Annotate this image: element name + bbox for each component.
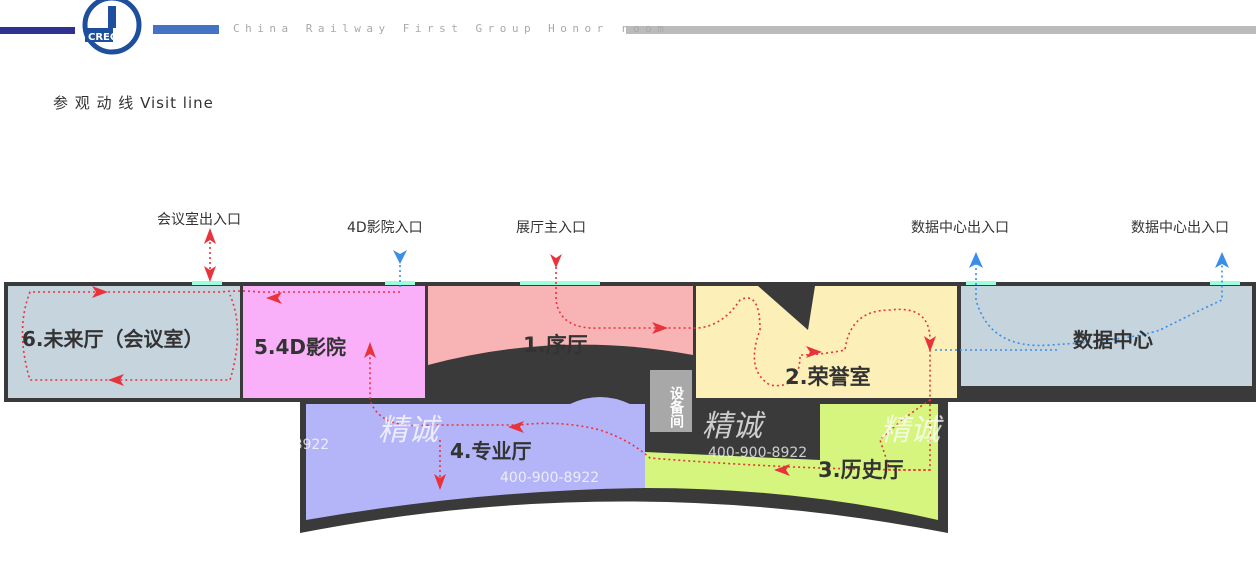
room-2 <box>696 286 957 398</box>
header-bar-left <box>0 27 75 34</box>
logo-text: CREC <box>88 32 117 43</box>
route-arrows <box>92 228 936 490</box>
room-4 <box>306 397 645 520</box>
entrance-main: 展厅主入口 <box>516 220 586 236</box>
watermark-brand: 精诚 <box>880 413 944 448</box>
watermark-phone: 400-900-8922 <box>708 445 807 461</box>
label-room-4: 4.专业厅 <box>450 439 532 463</box>
blue-arrows <box>393 250 1229 268</box>
label-room-6: 6.未来厅（会议室） <box>22 327 204 351</box>
label-room-5: 5.4D影院 <box>254 335 346 359</box>
crec-logo: CREC <box>82 0 142 55</box>
label-room-2: 2.荣誉室 <box>785 365 871 389</box>
entrance-data-2: 数据中心出入口 <box>1131 220 1229 236</box>
page-heading: 参 观 动 线 Visit line <box>53 94 214 112</box>
watermark-brand: 精诚 <box>378 413 442 448</box>
label-data-center: 数据中心 <box>1073 328 1153 352</box>
entrance-data-1: 数据中心出入口 <box>911 220 1009 236</box>
entrance-meeting: 会议室出入口 <box>157 211 241 228</box>
label-room-3: 3.历史厅 <box>818 458 904 482</box>
watermark-phone: 400-900-8922 <box>230 437 329 453</box>
visit-route <box>21 232 931 485</box>
room-data-center <box>961 286 1252 386</box>
entrance-gaps <box>192 281 1240 285</box>
room-1 <box>428 286 693 365</box>
header-subtitle: China Railway First Group Honor room <box>233 22 670 35</box>
header-bar-gray <box>626 26 1256 34</box>
room-3 <box>645 404 938 520</box>
label-room-1: 1.序厅 <box>523 333 588 357</box>
watermark-phone: 400-900-8922 <box>500 470 599 486</box>
watermark: 400-900-8922 400-900-8922 400-900-8922 精… <box>230 409 944 486</box>
entrance-cinema: 4D影院入口 <box>347 220 423 236</box>
room-5 <box>243 286 425 398</box>
header-bar-blue <box>153 25 219 34</box>
room-equipment <box>650 370 692 432</box>
watermark-brand: 精诚 <box>702 409 766 444</box>
label-equipment: 设备间 <box>668 386 685 429</box>
